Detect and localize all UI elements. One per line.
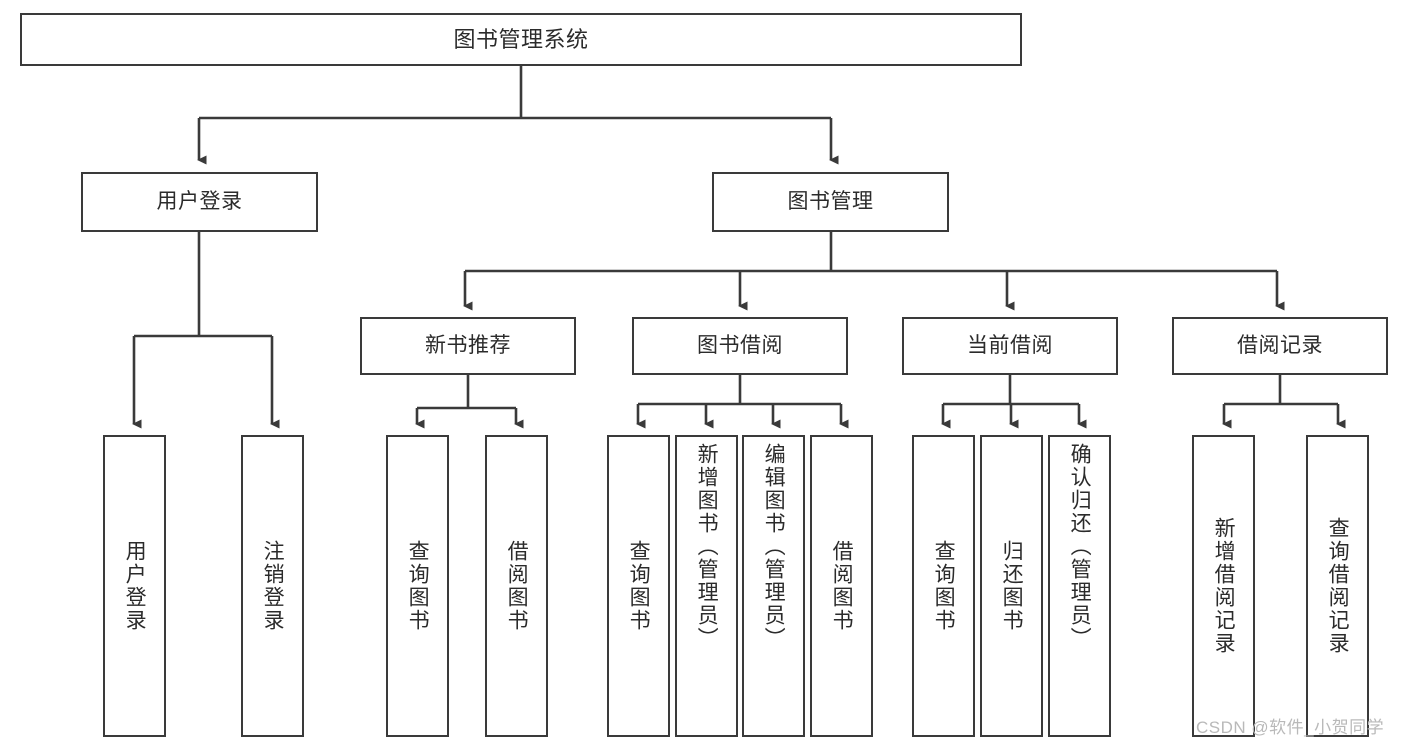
leaf-text-wrap: 新增借阅记录: [1194, 437, 1253, 735]
leaf-text-wrap: 查询图书: [914, 437, 973, 735]
node-leaf-logout-label: 注销登录: [261, 540, 285, 632]
node-leaf-borrow-book-1[interactable]: 借阅图书: [485, 435, 548, 737]
node-leaf-add-record[interactable]: 新增借阅记录: [1192, 435, 1255, 737]
node-book-management[interactable]: 图书管理: [712, 172, 949, 232]
node-leaf-add-record-label: 新增借阅记录: [1212, 517, 1236, 655]
node-leaf-edit-book-label: 编辑图书（管理员）: [762, 443, 786, 650]
node-root[interactable]: 图书管理系统: [20, 13, 1022, 66]
node-leaf-borrow-book-2-label: 借阅图书: [830, 540, 854, 632]
node-leaf-return-book[interactable]: 归还图书: [980, 435, 1043, 737]
node-leaf-edit-book[interactable]: 编辑图书（管理员）: [742, 435, 805, 737]
leaf-text-wrap: 查询图书: [388, 437, 447, 735]
node-leaf-confirm-return-label: 确认归还（管理员）: [1068, 443, 1092, 650]
node-leaf-borrow-book-1-label: 借阅图书: [505, 540, 529, 632]
node-book-management-label: 图书管理: [787, 189, 874, 213]
node-leaf-confirm-return[interactable]: 确认归还（管理员）: [1048, 435, 1111, 737]
node-leaf-query-book-2[interactable]: 查询图书: [607, 435, 670, 737]
leaf-text-wrap: 查询借阅记录: [1308, 437, 1367, 735]
node-book-borrow-label: 图书借阅: [697, 333, 783, 357]
leaf-text-wrap: 用户登录: [105, 437, 164, 735]
node-leaf-query-book-3-label: 查询图书: [932, 540, 956, 632]
node-leaf-user-login[interactable]: 用户登录: [103, 435, 166, 737]
leaf-text-wrap: 新增图书（管理员）: [677, 437, 736, 741]
leaf-text-wrap: 确认归还（管理员）: [1050, 437, 1109, 741]
node-leaf-query-book-1[interactable]: 查询图书: [386, 435, 449, 737]
node-borrow-record[interactable]: 借阅记录: [1172, 317, 1388, 375]
node-leaf-return-book-label: 归还图书: [1000, 540, 1024, 632]
node-leaf-query-book-1-label: 查询图书: [406, 540, 430, 632]
leaf-text-wrap: 查询图书: [609, 437, 668, 735]
leaf-text-wrap: 借阅图书: [487, 437, 546, 735]
leaf-text-wrap: 编辑图书（管理员）: [744, 437, 803, 741]
node-leaf-add-book[interactable]: 新增图书（管理员）: [675, 435, 738, 737]
node-leaf-query-record-label: 查询借阅记录: [1326, 517, 1350, 655]
leaf-text-wrap: 借阅图书: [812, 437, 871, 735]
node-leaf-query-book-3[interactable]: 查询图书: [912, 435, 975, 737]
csdn-watermark: CSDN @软件_小贺同学: [1196, 718, 1385, 737]
node-leaf-query-book-2-label: 查询图书: [627, 540, 651, 632]
leaf-text-wrap: 注销登录: [243, 437, 302, 735]
node-new-book-recommend-label: 新书推荐: [425, 333, 511, 357]
leaf-text-wrap: 归还图书: [982, 437, 1041, 735]
node-book-borrow[interactable]: 图书借阅: [632, 317, 848, 375]
node-new-book-recommend[interactable]: 新书推荐: [360, 317, 576, 375]
node-leaf-logout[interactable]: 注销登录: [241, 435, 304, 737]
node-current-borrow-label: 当前借阅: [967, 333, 1053, 357]
node-leaf-query-record[interactable]: 查询借阅记录: [1306, 435, 1369, 737]
node-user-login-label: 用户登录: [156, 189, 243, 213]
node-leaf-add-book-label: 新增图书（管理员）: [695, 443, 719, 650]
node-current-borrow[interactable]: 当前借阅: [902, 317, 1118, 375]
node-user-login[interactable]: 用户登录: [81, 172, 318, 232]
node-borrow-record-label: 借阅记录: [1237, 333, 1323, 357]
node-root-label: 图书管理系统: [453, 26, 589, 52]
node-leaf-user-login-label: 用户登录: [123, 540, 147, 632]
node-leaf-borrow-book-2[interactable]: 借阅图书: [810, 435, 873, 737]
